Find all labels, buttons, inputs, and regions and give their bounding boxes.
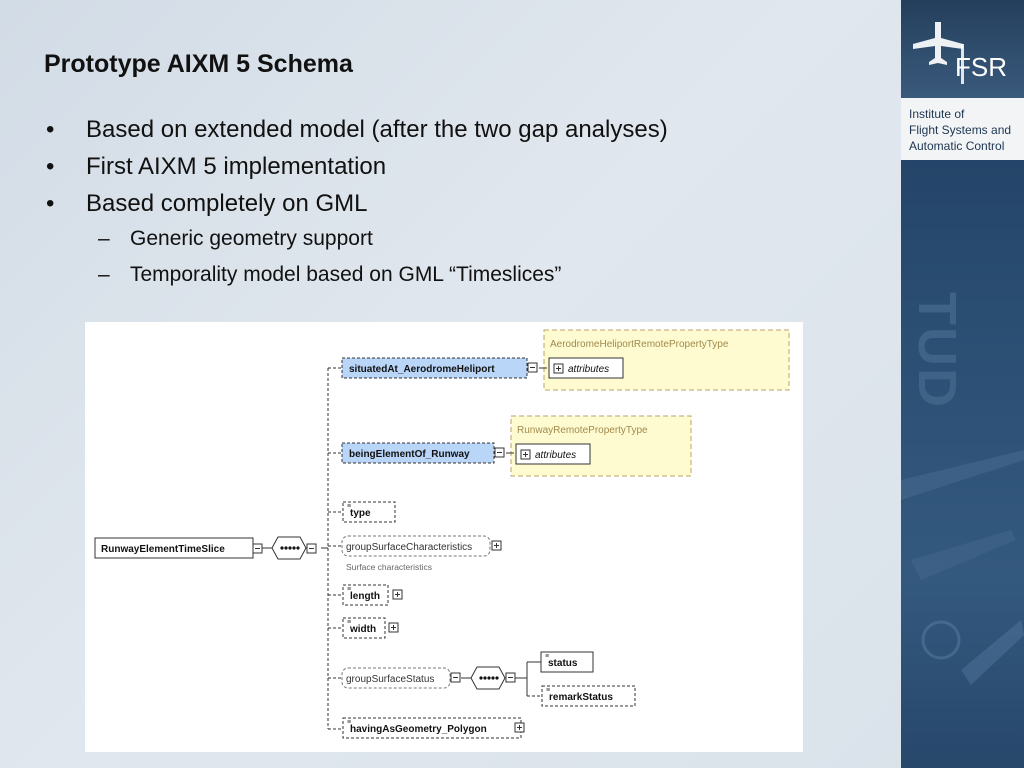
institute-name: Institute of Flight Systems and Automati… — [909, 106, 1024, 154]
institute-line: Institute of — [909, 107, 965, 121]
fsr-logo: FSR — [901, 0, 1024, 98]
element-length[interactable]: ≡ length — [342, 584, 389, 606]
attributes-box[interactable]: attributes — [548, 357, 624, 379]
runway-type-label: RunwayRemotePropertyType — [517, 425, 648, 436]
attributes-label: attributes — [568, 364, 609, 375]
svg-text:≡: ≡ — [347, 503, 351, 510]
element-status-label: status — [548, 658, 578, 669]
bullet-item: Based completely on GML — [46, 190, 668, 218]
group-surface-status-label: groupSurfaceStatus — [346, 674, 434, 685]
sequence-icon — [470, 666, 506, 690]
element-situated-at[interactable]: situatedAt_AerodromeHeliport — [341, 357, 528, 379]
bullet-item: Based on extended model (after the two g… — [46, 116, 668, 144]
sidebar-decoration — [901, 450, 1024, 685]
svg-text:≡: ≡ — [347, 619, 351, 626]
sidebar: FSR Institute of Flight Systems and Auto… — [901, 0, 1024, 768]
svg-text:≡: ≡ — [347, 586, 351, 593]
attributes-label: attributes — [535, 450, 576, 461]
element-type-label: type — [350, 508, 371, 519]
tud-watermark: TUD — [907, 292, 967, 409]
element-width-label: width — [349, 624, 376, 635]
expand-icon[interactable] — [392, 589, 403, 600]
sub-bullet-item: Generic geometry support — [46, 227, 668, 251]
root-element[interactable]: RunwayElementTimeSlice — [94, 537, 254, 559]
surface-characteristics-note: Surface characteristics — [346, 562, 432, 572]
institute-box: Institute of Flight Systems and Automati… — [901, 98, 1024, 160]
collapse-icon[interactable] — [252, 543, 263, 554]
element-having-geometry[interactable]: ≡ havingAsGeometry_Polygon — [342, 717, 522, 739]
collapse-icon[interactable] — [505, 672, 516, 683]
bullet-list: Based on extended model (after the two g… — [46, 116, 668, 299]
group-surface-characteristics-label: groupSurfaceCharacteristics — [346, 542, 472, 553]
svg-text:≡: ≡ — [546, 687, 550, 694]
element-remark-status[interactable]: ≡ remarkStatus — [541, 685, 636, 707]
element-situated-at-label: situatedAt_AerodromeHeliport — [349, 364, 495, 375]
sub-bullet-item: Temporality model based on GML “Timeslic… — [46, 263, 668, 287]
sequence-icon — [271, 536, 307, 560]
element-status[interactable]: ≡ status — [540, 651, 594, 673]
group-surface-characteristics[interactable]: groupSurfaceCharacteristics — [341, 535, 491, 557]
attributes-box[interactable]: attributes — [515, 443, 591, 465]
element-having-geometry-label: havingAsGeometry_Polygon — [350, 724, 487, 735]
element-length-label: length — [350, 591, 380, 602]
element-width[interactable]: ≡ width — [342, 617, 386, 639]
institute-line: Automatic Control — [909, 139, 1005, 153]
collapse-icon[interactable] — [450, 672, 461, 683]
element-being-element-of-label: beingElementOf_Runway — [349, 449, 470, 460]
logo-text: FSR — [955, 52, 1007, 82]
expand-icon[interactable] — [491, 540, 502, 551]
svg-text:≡: ≡ — [347, 719, 351, 726]
collapse-icon[interactable] — [306, 543, 317, 554]
element-type[interactable]: ≡ type — [342, 501, 396, 523]
expand-icon[interactable] — [388, 622, 399, 633]
root-element-label: RunwayElementTimeSlice — [101, 544, 225, 555]
element-being-element-of[interactable]: beingElementOf_Runway — [341, 442, 495, 464]
collapse-icon[interactable] — [527, 362, 538, 373]
collapse-icon[interactable] — [494, 447, 505, 458]
institute-line: Flight Systems and — [909, 123, 1012, 137]
airplane-icon — [913, 22, 964, 84]
schema-diagram: AerodromeHeliportRemotePropertyType Runw… — [85, 322, 803, 752]
element-remark-status-label: remarkStatus — [549, 692, 613, 703]
slide-title: Prototype AIXM 5 Schema — [44, 50, 353, 78]
expand-icon[interactable] — [514, 722, 525, 733]
aerodrome-type-label: AerodromeHeliportRemotePropertyType — [550, 339, 729, 350]
svg-text:≡: ≡ — [545, 653, 549, 660]
group-surface-status[interactable]: groupSurfaceStatus — [341, 667, 451, 689]
bullet-item: First AIXM 5 implementation — [46, 153, 668, 181]
